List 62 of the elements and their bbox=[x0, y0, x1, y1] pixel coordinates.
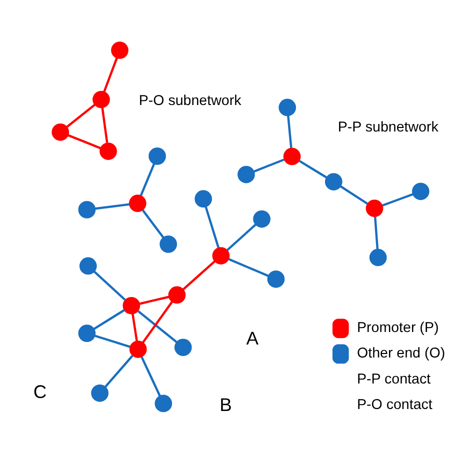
connector bbox=[94, 270, 126, 300]
node-circle bbox=[194, 190, 212, 208]
connector bbox=[254, 158, 284, 172]
connector bbox=[93, 308, 126, 330]
node-circle bbox=[92, 90, 110, 108]
legend-label: P-P contact bbox=[356, 370, 431, 387]
node-circle bbox=[366, 199, 384, 217]
node-circle bbox=[253, 210, 270, 228]
connector bbox=[182, 260, 216, 290]
label: C bbox=[33, 380, 47, 402]
connector bbox=[228, 258, 269, 276]
node-circle bbox=[79, 256, 97, 274]
node-circle bbox=[91, 384, 108, 402]
node-circle bbox=[267, 270, 285, 288]
node-circle bbox=[52, 123, 70, 140]
node-circle bbox=[212, 246, 230, 264]
legend-label: P-O contact bbox=[356, 396, 432, 412]
node-circle bbox=[78, 324, 96, 342]
connector bbox=[226, 223, 256, 250]
node-circle bbox=[174, 338, 192, 356]
legend-label: Other end (O) bbox=[356, 345, 446, 362]
connector bbox=[374, 216, 379, 249]
node-circle bbox=[100, 142, 117, 160]
connector bbox=[103, 57, 118, 92]
node-circle bbox=[111, 41, 128, 58]
node-circle bbox=[238, 165, 255, 183]
label: P-O subnetwork bbox=[138, 92, 242, 109]
connector bbox=[140, 356, 161, 396]
connector bbox=[382, 192, 414, 206]
connector bbox=[66, 103, 96, 128]
node-circle bbox=[278, 98, 296, 116]
node-circle bbox=[412, 182, 430, 200]
connector bbox=[142, 300, 174, 343]
node-circle bbox=[78, 200, 96, 218]
connector bbox=[68, 134, 101, 149]
node-circle bbox=[324, 172, 342, 190]
connector bbox=[132, 313, 138, 341]
connector bbox=[101, 107, 108, 142]
node-circle bbox=[168, 286, 186, 304]
connector bbox=[340, 184, 368, 204]
connector bbox=[94, 334, 130, 348]
node-circle bbox=[369, 248, 387, 266]
node-circle bbox=[128, 194, 146, 212]
connector bbox=[298, 159, 327, 178]
connector bbox=[287, 115, 292, 148]
connector bbox=[104, 354, 134, 388]
label: A bbox=[246, 327, 258, 348]
node-circle bbox=[160, 235, 177, 252]
node-circle bbox=[122, 296, 140, 314]
label: B bbox=[220, 394, 232, 415]
connector bbox=[95, 202, 130, 210]
node-circle bbox=[148, 147, 166, 164]
connector bbox=[140, 162, 156, 196]
connector bbox=[142, 208, 164, 238]
node-circle bbox=[283, 147, 301, 165]
legend-label: Promoter (P) bbox=[356, 320, 439, 336]
connector bbox=[204, 206, 220, 248]
connector bbox=[140, 295, 170, 304]
node-circle bbox=[129, 340, 147, 358]
connector bbox=[137, 310, 178, 342]
label: P-P subnetwork bbox=[338, 119, 438, 136]
node-circle bbox=[154, 394, 172, 412]
